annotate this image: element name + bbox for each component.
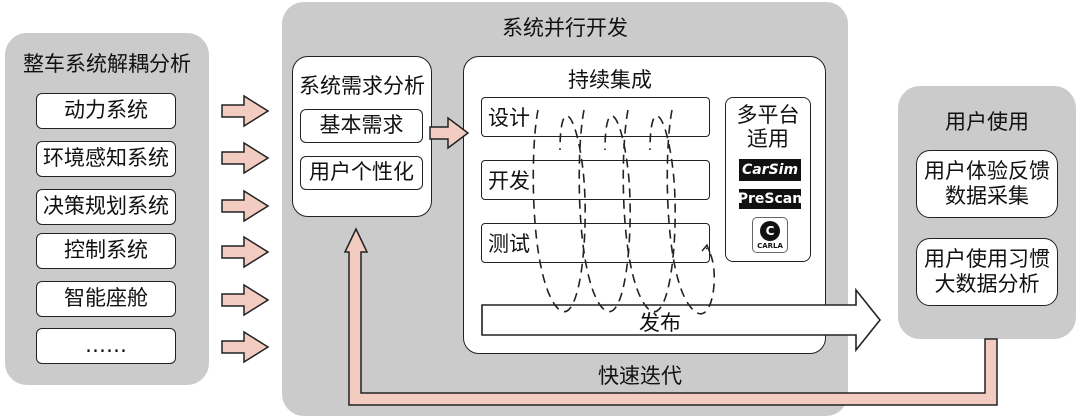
ci-title: 持续集成 [568,68,652,92]
center-panel-title: 系统并行开发 [502,16,628,40]
iteration-label: 快速迭代 [598,364,682,388]
arrow-right-icon [221,94,270,128]
left-item-powertrain: 动力系统 [36,93,176,129]
arrow-right-icon [221,235,270,269]
right-panel-title: 用户使用 [945,110,1029,134]
iteration-spirals [532,109,716,315]
arrow-right-icon [221,330,270,364]
carla-logo: C CARLA [752,217,788,253]
left-item-planning: 决策规划系统 [36,189,176,225]
arrow-right-icon [221,283,270,317]
left-item-perception: 环境感知系统 [36,141,176,177]
release-label: 发布 [639,311,681,335]
arrow-right-icon [221,189,270,223]
platforms-title: 多平台 适用 [736,103,800,152]
left-panel-title: 整车系统解耦分析 [23,52,191,76]
right-item-habits: 用户使用习惯 大数据分析 [916,238,1058,306]
arrow-right-icon [429,116,470,150]
right-item-feedback: 用户体验反馈 数据采集 [916,150,1058,218]
left-arrows [221,94,270,364]
feedback-loop-arrow [343,227,998,406]
carsim-logo: CarSim [739,159,801,181]
prescan-logo: PreScan [737,189,803,209]
carla-logo-text: CARLA [757,242,783,250]
stage-test: 测试 [481,223,710,263]
req-basic: 基本需求 [300,109,423,143]
left-item-cockpit: 智能座舱 [36,281,176,317]
req-personalized: 用户个性化 [300,156,423,190]
release-arrow [481,287,882,353]
arrow-right-icon [221,141,270,175]
carla-emblem-icon: C [760,221,780,241]
left-item-ellipsis: …… [36,328,176,364]
requirements-title: 系统需求分析 [299,74,425,98]
stage-design: 设计 [481,97,710,137]
spiral-arrow-tip-icon [701,243,711,254]
left-item-control: 控制系统 [36,233,176,269]
